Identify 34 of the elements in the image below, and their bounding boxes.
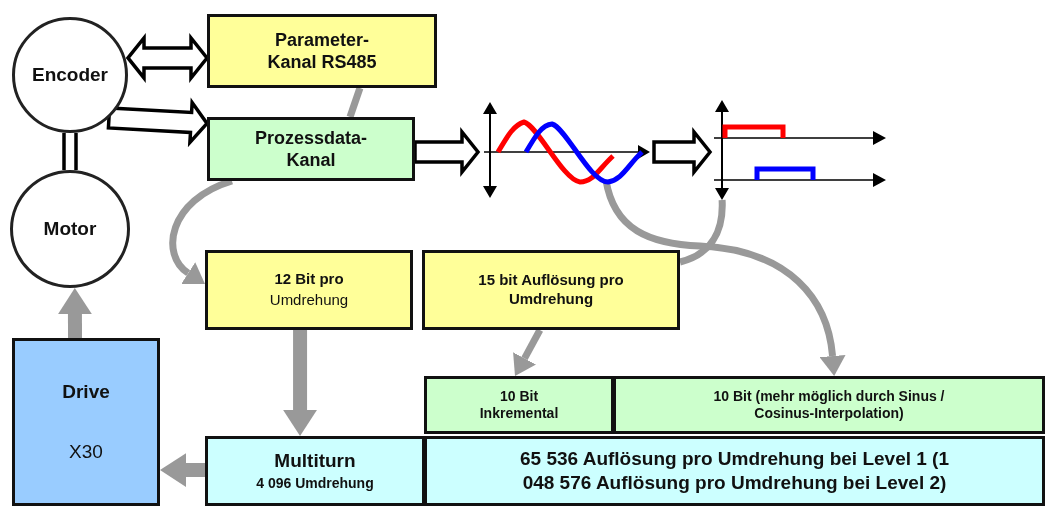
process-box xyxy=(422,250,680,330)
node-label: Encoder xyxy=(32,63,108,87)
node-label: 10 Bit Inkremental xyxy=(478,387,560,423)
process-box xyxy=(613,376,1045,434)
block-arrow xyxy=(413,127,481,177)
curved-arrow xyxy=(513,328,543,376)
process-box xyxy=(424,376,614,434)
drive-box xyxy=(12,338,160,506)
block-arrow xyxy=(125,32,210,83)
node-label: Motor xyxy=(43,217,97,241)
node-label: 15 bit Auflösung pro Umdrehung xyxy=(477,271,625,309)
process-box xyxy=(207,14,437,88)
connector-line xyxy=(346,86,364,119)
process-box xyxy=(205,436,425,506)
connector-line xyxy=(679,199,726,266)
node-label: Prozessdata- Kanal xyxy=(253,126,368,172)
process-box xyxy=(207,117,415,181)
curved-arrow xyxy=(160,453,205,487)
node-label: Parameter- Kanal RS485 xyxy=(266,28,378,74)
node-label: 4 096 Umdrehung xyxy=(256,475,374,493)
process-box xyxy=(205,250,413,330)
node-label: Drive xyxy=(62,380,110,404)
block-arrow xyxy=(652,127,713,177)
node-label: X30 xyxy=(69,440,103,464)
shaft-connector xyxy=(62,131,78,172)
node-label: 65 536 Auflösung pro Umdrehung bei Level 1 (1 048 576 Auflösung pro Umdrehung bei Level 2) xyxy=(519,447,950,495)
curved-arrow xyxy=(283,330,317,436)
curved-arrow xyxy=(58,288,92,339)
process-box xyxy=(424,436,1045,506)
node-label: 10 Bit (mehr möglich durch Sinus / Cosinus-Interpolation) xyxy=(712,387,946,423)
node-label: Umdrehung xyxy=(269,291,349,310)
node-label: 12 Bit pro xyxy=(274,270,344,289)
node-label: Multiturn xyxy=(274,449,356,474)
block-arrow xyxy=(106,97,210,148)
